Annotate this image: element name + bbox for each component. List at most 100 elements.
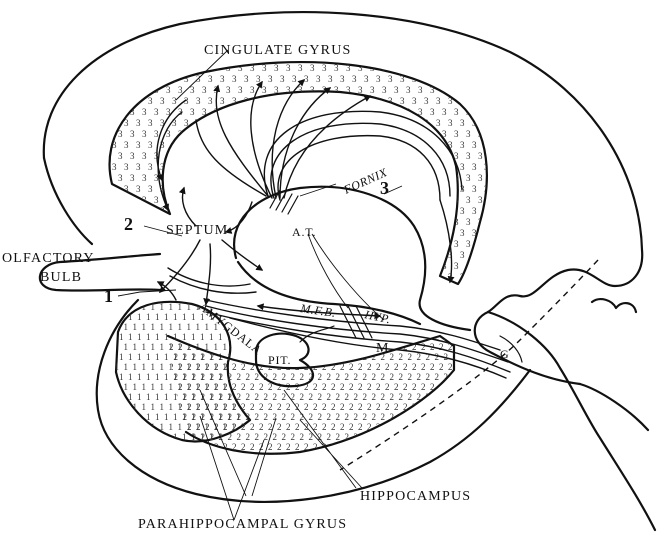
pattern-mark: 3 (388, 228, 393, 238)
pattern-mark: 3 (496, 184, 501, 194)
pattern-mark: 2 (304, 442, 309, 452)
pattern-mark: 3 (340, 118, 345, 128)
pattern-mark: 1 (119, 352, 124, 362)
pattern-mark: 2 (273, 372, 278, 382)
pattern-mark: 2 (349, 382, 354, 392)
pattern-mark: 2 (403, 362, 408, 372)
pattern-mark: 3 (172, 52, 177, 62)
pattern-mark: 1 (128, 392, 133, 402)
pattern-mark: 1 (160, 442, 165, 452)
pattern-mark: 2 (183, 412, 188, 422)
pattern-mark: 2 (318, 372, 323, 382)
pattern-mark: 2 (331, 442, 336, 452)
pattern-mark: 2 (264, 412, 269, 422)
pattern-mark: 3 (352, 52, 357, 62)
pattern-mark: 2 (192, 412, 197, 422)
pattern-mark: 3 (244, 118, 249, 128)
pattern-mark: 2 (268, 322, 273, 332)
pattern-mark: 2 (228, 372, 233, 382)
pattern-mark: 3 (136, 228, 141, 238)
pattern-mark: 3 (442, 107, 447, 117)
pattern-mark: 3 (394, 173, 399, 183)
pattern-mark: 3 (490, 85, 495, 95)
pattern-mark: 2 (201, 372, 206, 382)
pattern-mark: 1 (155, 432, 160, 442)
pattern-mark: 2 (223, 402, 228, 412)
pattern-mark: 1 (146, 292, 151, 302)
pattern-mark: 3 (136, 206, 141, 216)
pattern-mark: 1 (124, 442, 129, 452)
pattern-mark: 2 (327, 352, 332, 362)
pattern-mark: 3 (310, 173, 315, 183)
pattern-mark: 3 (400, 184, 405, 194)
pattern-mark: 3 (478, 107, 483, 117)
pattern-mark: 3 (436, 162, 441, 172)
pattern-mark: 3 (280, 272, 285, 282)
pattern-mark: 3 (256, 228, 261, 238)
pattern-mark: 3 (436, 250, 441, 260)
pattern-mark: 3 (310, 195, 315, 205)
pattern-mark: 1 (119, 432, 124, 442)
pattern-mark: 2 (255, 392, 260, 402)
pattern-mark: 3 (490, 107, 495, 117)
label-cingulate-gyrus: CINGULATE GYRUS (204, 43, 352, 58)
pattern-mark: 2 (174, 372, 179, 382)
pattern-mark: 3 (376, 272, 381, 282)
pattern-mark: 3 (310, 151, 315, 161)
pattern-mark: 2 (196, 362, 201, 372)
pattern-mark: 2 (322, 422, 327, 432)
pattern-mark: 2 (214, 362, 219, 372)
pattern-mark: 3 (154, 63, 159, 73)
pattern-mark: 3 (430, 173, 435, 183)
pattern-mark: 3 (382, 239, 387, 249)
pattern-mark: 3 (226, 195, 231, 205)
pattern-mark: 3 (268, 272, 273, 282)
pattern-mark: 1 (187, 322, 192, 332)
pattern-mark: 3 (256, 250, 261, 260)
pattern-mark: 2 (421, 322, 426, 332)
pattern-mark: 3 (196, 96, 201, 106)
pattern-mark: 3 (130, 151, 135, 161)
pattern-mark: 3 (364, 52, 369, 62)
pattern-mark: 2 (241, 442, 246, 452)
pattern-mark: 2 (354, 452, 359, 462)
pattern-mark: 3 (130, 261, 135, 271)
pattern-mark: 3 (274, 261, 279, 271)
pattern-mark: 2 (210, 432, 215, 442)
pattern-mark: 3 (280, 118, 285, 128)
pattern-mark: 3 (472, 184, 477, 194)
pattern-mark: 1 (187, 442, 192, 452)
pattern-mark: 1 (196, 442, 201, 452)
pattern-mark: 3 (382, 217, 387, 227)
pattern-mark: 3 (316, 206, 321, 216)
pattern-mark: 3 (106, 261, 111, 271)
pattern-mark: 2 (354, 372, 359, 382)
pattern-mark: 2 (435, 392, 440, 402)
pattern-mark: 3 (400, 272, 405, 282)
pattern-mark: 3 (412, 206, 417, 216)
pattern-mark: 3 (238, 195, 243, 205)
pattern-mark: 1 (200, 332, 205, 342)
pattern-mark: 1 (128, 432, 133, 442)
pattern-mark: 2 (390, 432, 395, 442)
pattern-mark: 3 (490, 239, 495, 249)
pattern-mark: 3 (106, 63, 111, 73)
pattern-mark: 3 (136, 184, 141, 194)
pattern-mark: 2 (376, 402, 381, 412)
pattern-mark: 2 (349, 422, 354, 432)
pattern-mark: 1 (124, 322, 129, 332)
pattern-mark: 2 (322, 342, 327, 352)
pattern-mark: 1 (232, 342, 237, 352)
pattern-mark: 2 (358, 422, 363, 432)
pattern-mark: 3 (190, 85, 195, 95)
pattern-mark: 3 (148, 162, 153, 172)
pattern-mark: 2 (421, 382, 426, 392)
pattern-mark: 3 (286, 283, 291, 293)
pattern-mark: 3 (298, 107, 303, 117)
pattern-mark: 1 (164, 292, 169, 302)
pattern-mark: 1 (142, 402, 147, 412)
pattern-mark: 3 (376, 118, 381, 128)
pattern-mark: 2 (259, 422, 264, 432)
pattern-mark: 2 (331, 402, 336, 412)
pattern-mark: 3 (232, 118, 237, 128)
